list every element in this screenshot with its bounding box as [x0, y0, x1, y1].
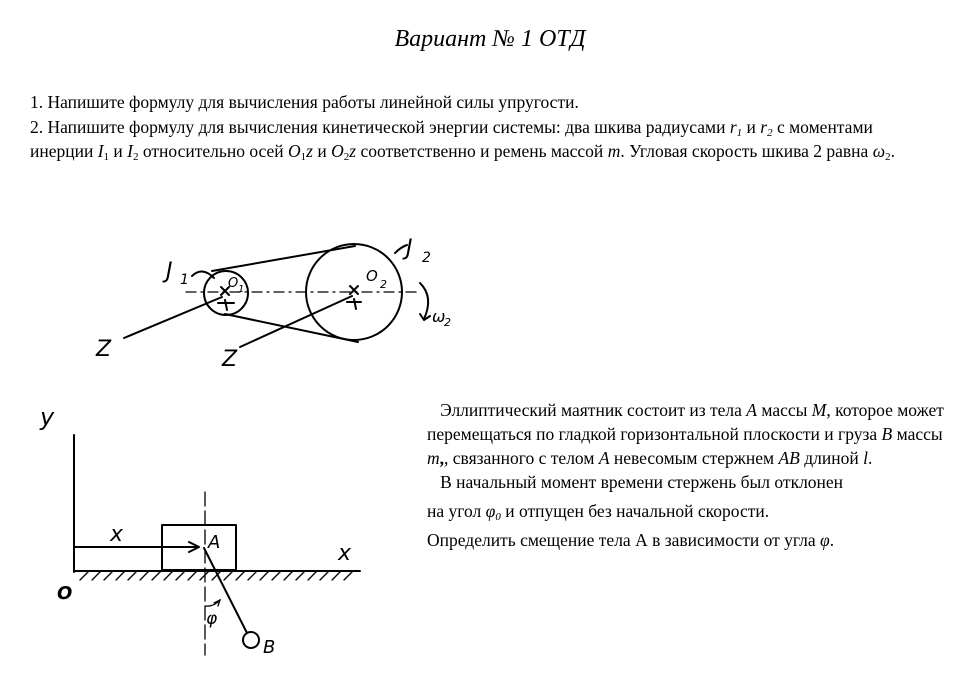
j2-leader	[394, 244, 408, 254]
label-x-axis: x	[337, 541, 352, 566]
o2-mark	[346, 285, 362, 310]
label-a: A	[207, 532, 220, 553]
label-y: y	[39, 403, 55, 431]
axis-z2	[239, 295, 353, 348]
label-j1: J	[162, 259, 173, 284]
label-j1-sub: 1	[180, 272, 189, 288]
j1-leader	[191, 270, 215, 279]
problem-statement: Эллиптический маятник состоит из тела A …	[427, 398, 957, 552]
page-title: Вариант № 1 ОТД	[394, 26, 586, 52]
o1-mark	[217, 286, 235, 311]
omega-arrow	[419, 282, 430, 320]
question-1: 1. Напишите формулу для вычисления работ…	[30, 92, 579, 112]
rod-ab	[203, 547, 248, 634]
phi-arrowhead	[213, 598, 222, 607]
label-o2-sub: 2	[380, 278, 387, 291]
pulley-1	[203, 270, 249, 316]
label-z1: Z	[95, 337, 112, 362]
label-phi: φ	[206, 609, 218, 629]
problem-paragraph-1: Эллиптический маятник состоит из тела A …	[427, 400, 944, 468]
problem-paragraph-3: на угол φ0 и отпущен без начальной скоро…	[427, 501, 770, 523]
label-b: B	[263, 637, 275, 658]
label-o: O	[57, 583, 72, 604]
label-omega: ω	[432, 307, 445, 326]
label-x-displacement: x	[109, 522, 124, 547]
problem-paragraph-2: В начальный момент времени стержень был …	[440, 472, 844, 492]
label-omega-sub: 2	[444, 316, 451, 329]
label-o1: O	[228, 276, 238, 291]
problem-paragraph-4: Определить смещение тела А в зависимости…	[427, 530, 835, 550]
omega-arrowhead	[419, 313, 431, 321]
label-j2: J	[402, 236, 413, 261]
axis-z1	[123, 296, 223, 339]
label-o1-sub: 1	[238, 284, 244, 295]
question-2: 2. Напишите формулу для вычисления кинет…	[30, 117, 895, 163]
label-z2: Z	[221, 347, 238, 372]
label-j2-sub: 2	[422, 250, 431, 266]
x-arrowhead	[188, 541, 200, 553]
ball-b	[242, 631, 260, 649]
label-o2: O	[366, 267, 378, 285]
